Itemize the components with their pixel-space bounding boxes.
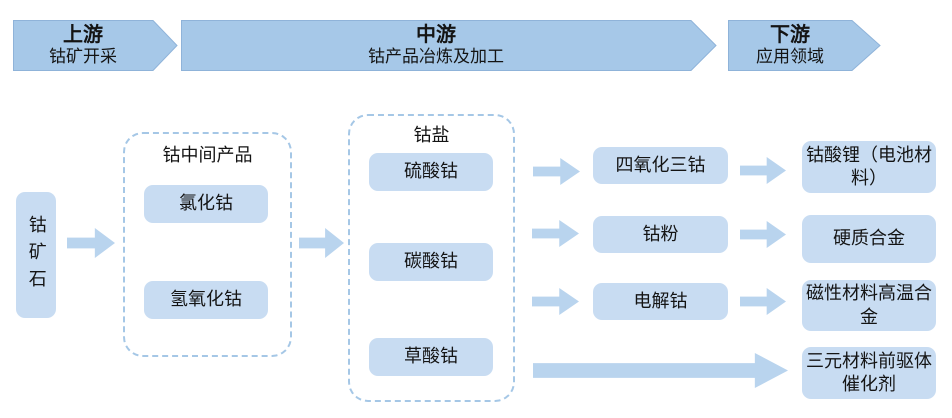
box-electrolytic-cobalt: 电解钴 bbox=[593, 283, 728, 320]
banner-midstream-text: 中游 钴产品冶炼及加工 bbox=[181, 20, 691, 71]
box-ternary-material-precursor-catalyst: 三元材料前驱体催化剂 bbox=[802, 347, 936, 399]
banner-midstream-subtitle: 钴产品冶炼及加工 bbox=[368, 47, 504, 67]
banner-upstream: 上游 钴矿开采 bbox=[13, 20, 178, 71]
box-lithium-cobaltate-battery-material: 钴酸锂（电池材料） bbox=[802, 141, 936, 193]
chevron-banner-shape bbox=[13, 20, 178, 71]
chevron-banner-shape bbox=[728, 20, 881, 71]
banner-upstream-text: 上游 钴矿开采 bbox=[13, 20, 153, 71]
box-cobalt-chloride: 氯化钴 bbox=[144, 185, 268, 223]
flow-arrow-to-tricobalt-tetroxide bbox=[533, 158, 580, 185]
chevron-banner-shape bbox=[181, 20, 717, 71]
flow-arrow-ore-to-intermediate bbox=[67, 228, 115, 258]
box-tricobalt-tetroxide: 四氧化三钴 bbox=[593, 147, 728, 184]
banner-midstream-title: 中游 bbox=[416, 24, 456, 47]
banner-upstream-subtitle: 钴矿开采 bbox=[49, 47, 117, 67]
box-cobalt-hydroxide: 氢氧化钴 bbox=[144, 281, 268, 319]
banner-downstream-text: 下游 应用领域 bbox=[728, 20, 852, 71]
cobalt-salts-group bbox=[348, 114, 515, 402]
flow-arrow-to-cobalt-powder bbox=[532, 220, 579, 247]
intermediate-products-group bbox=[123, 132, 292, 357]
box-cobalt-carbonate: 碳酸钴 bbox=[369, 243, 493, 281]
banner-upstream-title: 上游 bbox=[63, 24, 103, 47]
flow-arrow-to-lithium-cobaltate bbox=[740, 157, 786, 184]
flow-arrow-oxalate-to-ternary-precursor bbox=[533, 353, 788, 388]
banner-downstream: 下游 应用领域 bbox=[728, 20, 881, 71]
flow-arrow-intermediate-to-salts bbox=[299, 228, 344, 258]
box-cobalt-oxalate: 草酸钴 bbox=[369, 338, 493, 376]
flow-arrow-to-magnetic-materials bbox=[740, 288, 786, 315]
flow-arrow-to-hard-alloy bbox=[740, 221, 786, 248]
box-cobalt-powder: 钴粉 bbox=[593, 216, 728, 253]
box-magnetic-material-high-temp-alloy: 磁性材料高温合金 bbox=[802, 280, 936, 331]
salts-group-label: 钴盐 bbox=[413, 125, 450, 145]
flow-arrow-to-electrolytic-cobalt bbox=[532, 288, 579, 315]
banner-downstream-title: 下游 bbox=[770, 24, 810, 47]
cobalt-ore-label: 钴矿石 bbox=[26, 214, 47, 296]
box-hard-alloy: 硬质合金 bbox=[802, 215, 936, 263]
box-cobalt-sulfate: 硫酸钴 bbox=[369, 153, 493, 191]
cobalt-ore-box: 钴矿石 bbox=[16, 192, 56, 318]
intermediate-group-label: 钴中间产品 bbox=[162, 145, 253, 165]
banner-downstream-subtitle: 应用领域 bbox=[756, 47, 824, 67]
banner-midstream: 中游 钴产品冶炼及加工 bbox=[181, 20, 717, 71]
